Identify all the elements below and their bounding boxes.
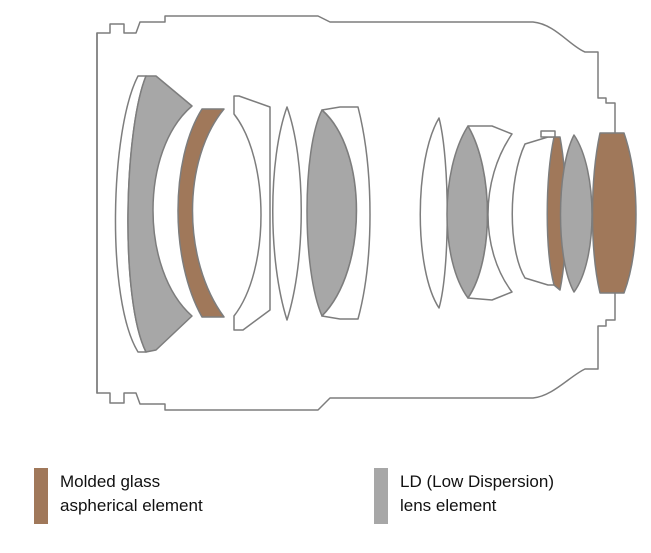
legend-label-ld-line1: LD (Low Dispersion) bbox=[400, 472, 554, 491]
legend-item-ld-low-dispersion: LD (Low Dispersion) lens element bbox=[374, 464, 644, 524]
lens-element-8 bbox=[419, 117, 448, 309]
lens-element-10 bbox=[467, 125, 513, 301]
lens-element-4 bbox=[233, 95, 271, 331]
lens-element-11 bbox=[511, 136, 555, 286]
lens-element-5 bbox=[272, 106, 302, 321]
legend-item-molded-glass-aspherical: Molded glass aspherical element bbox=[34, 464, 334, 524]
legend-label-aspherical: Molded glass aspherical element bbox=[60, 470, 203, 518]
lens-element-12 bbox=[540, 130, 556, 138]
lens-construction-diagram bbox=[96, 15, 637, 411]
legend-swatch-aspherical bbox=[34, 468, 48, 524]
lens-element-2 bbox=[127, 75, 193, 353]
legend-label-aspherical-line2: aspherical element bbox=[60, 496, 203, 515]
legend-label-aspherical-line1: Molded glass bbox=[60, 472, 161, 491]
legend-label-ld: LD (Low Dispersion) lens element bbox=[400, 470, 554, 518]
lens-element-15 bbox=[591, 132, 637, 294]
legend-swatch-ld bbox=[374, 468, 388, 524]
legend-label-ld-line2: lens element bbox=[400, 496, 497, 515]
lens-element-14 bbox=[559, 134, 593, 293]
lens-element-3 bbox=[177, 108, 225, 318]
lens-element-7 bbox=[321, 106, 371, 320]
